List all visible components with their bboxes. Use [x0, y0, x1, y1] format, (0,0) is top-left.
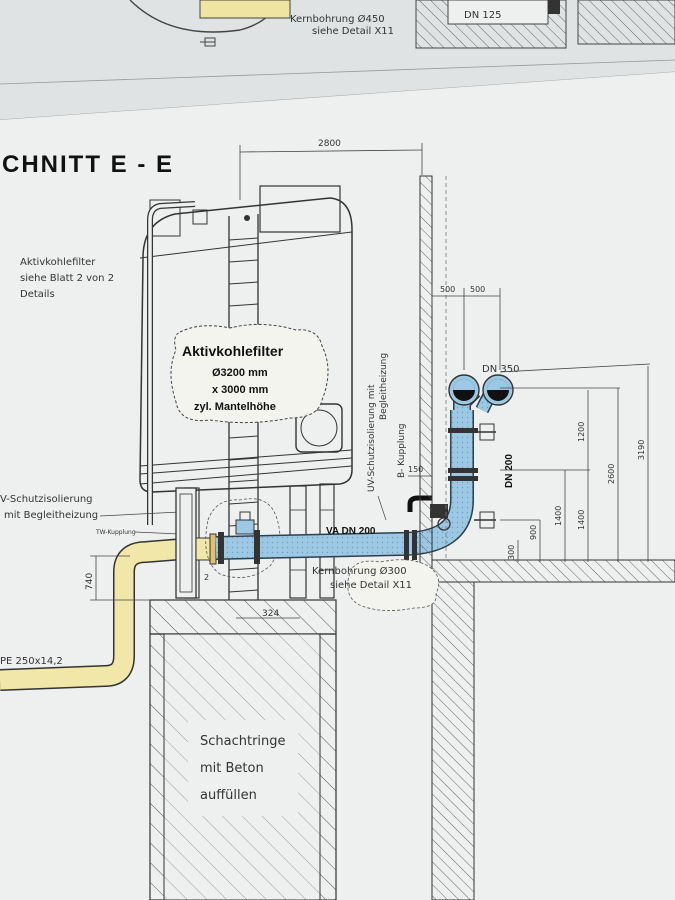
dim-3190: 3190 — [637, 440, 646, 460]
insulation-label-1: V-Schutzisolierung — [0, 494, 93, 505]
dim-300: 300 — [507, 545, 516, 560]
dimension-500: 500 500 — [431, 285, 501, 370]
dim-900: 900 — [529, 525, 538, 540]
dim-1200: 1200 — [577, 422, 586, 442]
note-line-1: Aktivkohlefilter — [20, 257, 96, 268]
dim-2600: 2600 — [607, 464, 616, 484]
insulation-label-2: mit Begleitheizung — [4, 510, 98, 521]
dimension-324: 324 — [236, 609, 300, 619]
shaft-line-3: auffüllen — [200, 788, 257, 803]
kernbohrung-line-2: siehe Detail X11 — [330, 580, 412, 591]
tank-height: x 3000 mm — [212, 384, 268, 396]
note-line-3: Details — [20, 289, 55, 300]
dn350-manifold: DN 350 — [448, 364, 519, 414]
dimension-150: 150 — [408, 465, 432, 477]
dim-500b: 500 — [470, 285, 485, 294]
dn350-label: DN 350 — [482, 364, 519, 375]
left-labels: V-Schutzisolierung mit Begleitheizung TW… — [0, 494, 181, 536]
right-wall — [419, 175, 675, 900]
dim-324: 324 — [262, 609, 279, 619]
note-filter: Aktivkohlefilter siehe Blatt 2 von 2 Det… — [20, 257, 114, 300]
va-dn-label: VA DN 200 — [326, 526, 376, 537]
tank-title: Aktivkohlefilter — [182, 343, 284, 359]
dim-740: 740 — [85, 573, 95, 590]
kernbohrung-note: Kernbohrung Ø300 siehe Detail X11 — [312, 559, 440, 611]
begleitheizung-text: Begleitheizung — [379, 353, 389, 420]
top-strip: Kernbohrung Ø450 siehe Detail X11 DN 125 — [0, 0, 675, 85]
dim-2: 2 — [204, 573, 209, 582]
shaft-line-2: mit Beton — [200, 761, 264, 776]
b-kupplung-text: B- Kupplung — [397, 424, 407, 479]
dim-1400a: 1400 — [554, 506, 563, 526]
section-title: CHNITT E - E — [2, 151, 174, 178]
dimension-740: 740 — [85, 555, 150, 601]
tw-coupling-label: TW-Kupplung — [95, 529, 136, 536]
top-detail: siehe Detail X11 — [312, 26, 394, 37]
top-dn: DN 125 — [464, 10, 501, 21]
pe-pipe-label: PE 250x14,2 — [0, 656, 63, 667]
uv-isolation-label: UV-Schutzisolierung mit Begleitheizung B… — [367, 353, 407, 521]
note-line-2: siehe Blatt 2 von 2 — [20, 273, 114, 284]
shaft-line-1: Schachtringe — [200, 734, 286, 749]
dimension-2800: 2800 — [239, 139, 423, 200]
tank-diameter: Ø3200 mm — [212, 367, 268, 379]
dn200-vertical-label: DN 200 — [504, 454, 515, 488]
height-dimensions: 3190 2600 1200 1400 1400 900 300 — [499, 363, 651, 562]
dim-150: 150 — [408, 465, 423, 474]
coupling-block — [175, 487, 217, 599]
top-kernbohrung: Kernbohrung Ø450 — [290, 13, 385, 25]
foundation: Schachtringe mit Beton auffüllen — [149, 599, 337, 900]
dim-500a: 500 — [440, 285, 455, 294]
pe-pipe: PE 250x14,2 — [0, 537, 197, 691]
kernbohrung-line-1: Kernbohrung Ø300 — [312, 565, 407, 577]
uv-isolation-text: UV-Schutzisolierung mit — [367, 384, 377, 492]
main-sheet — [0, 72, 675, 900]
tank-label: Aktivkohlefilter Ø3200 mm x 3000 mm zyl.… — [170, 323, 329, 424]
dim-2800: 2800 — [318, 139, 341, 149]
va-pipe: VA DN 200 DN 200 — [215, 410, 515, 564]
dim-1400b: 1400 — [577, 510, 586, 530]
tank-subtitle: zyl. Mantelhöhe — [194, 401, 276, 413]
